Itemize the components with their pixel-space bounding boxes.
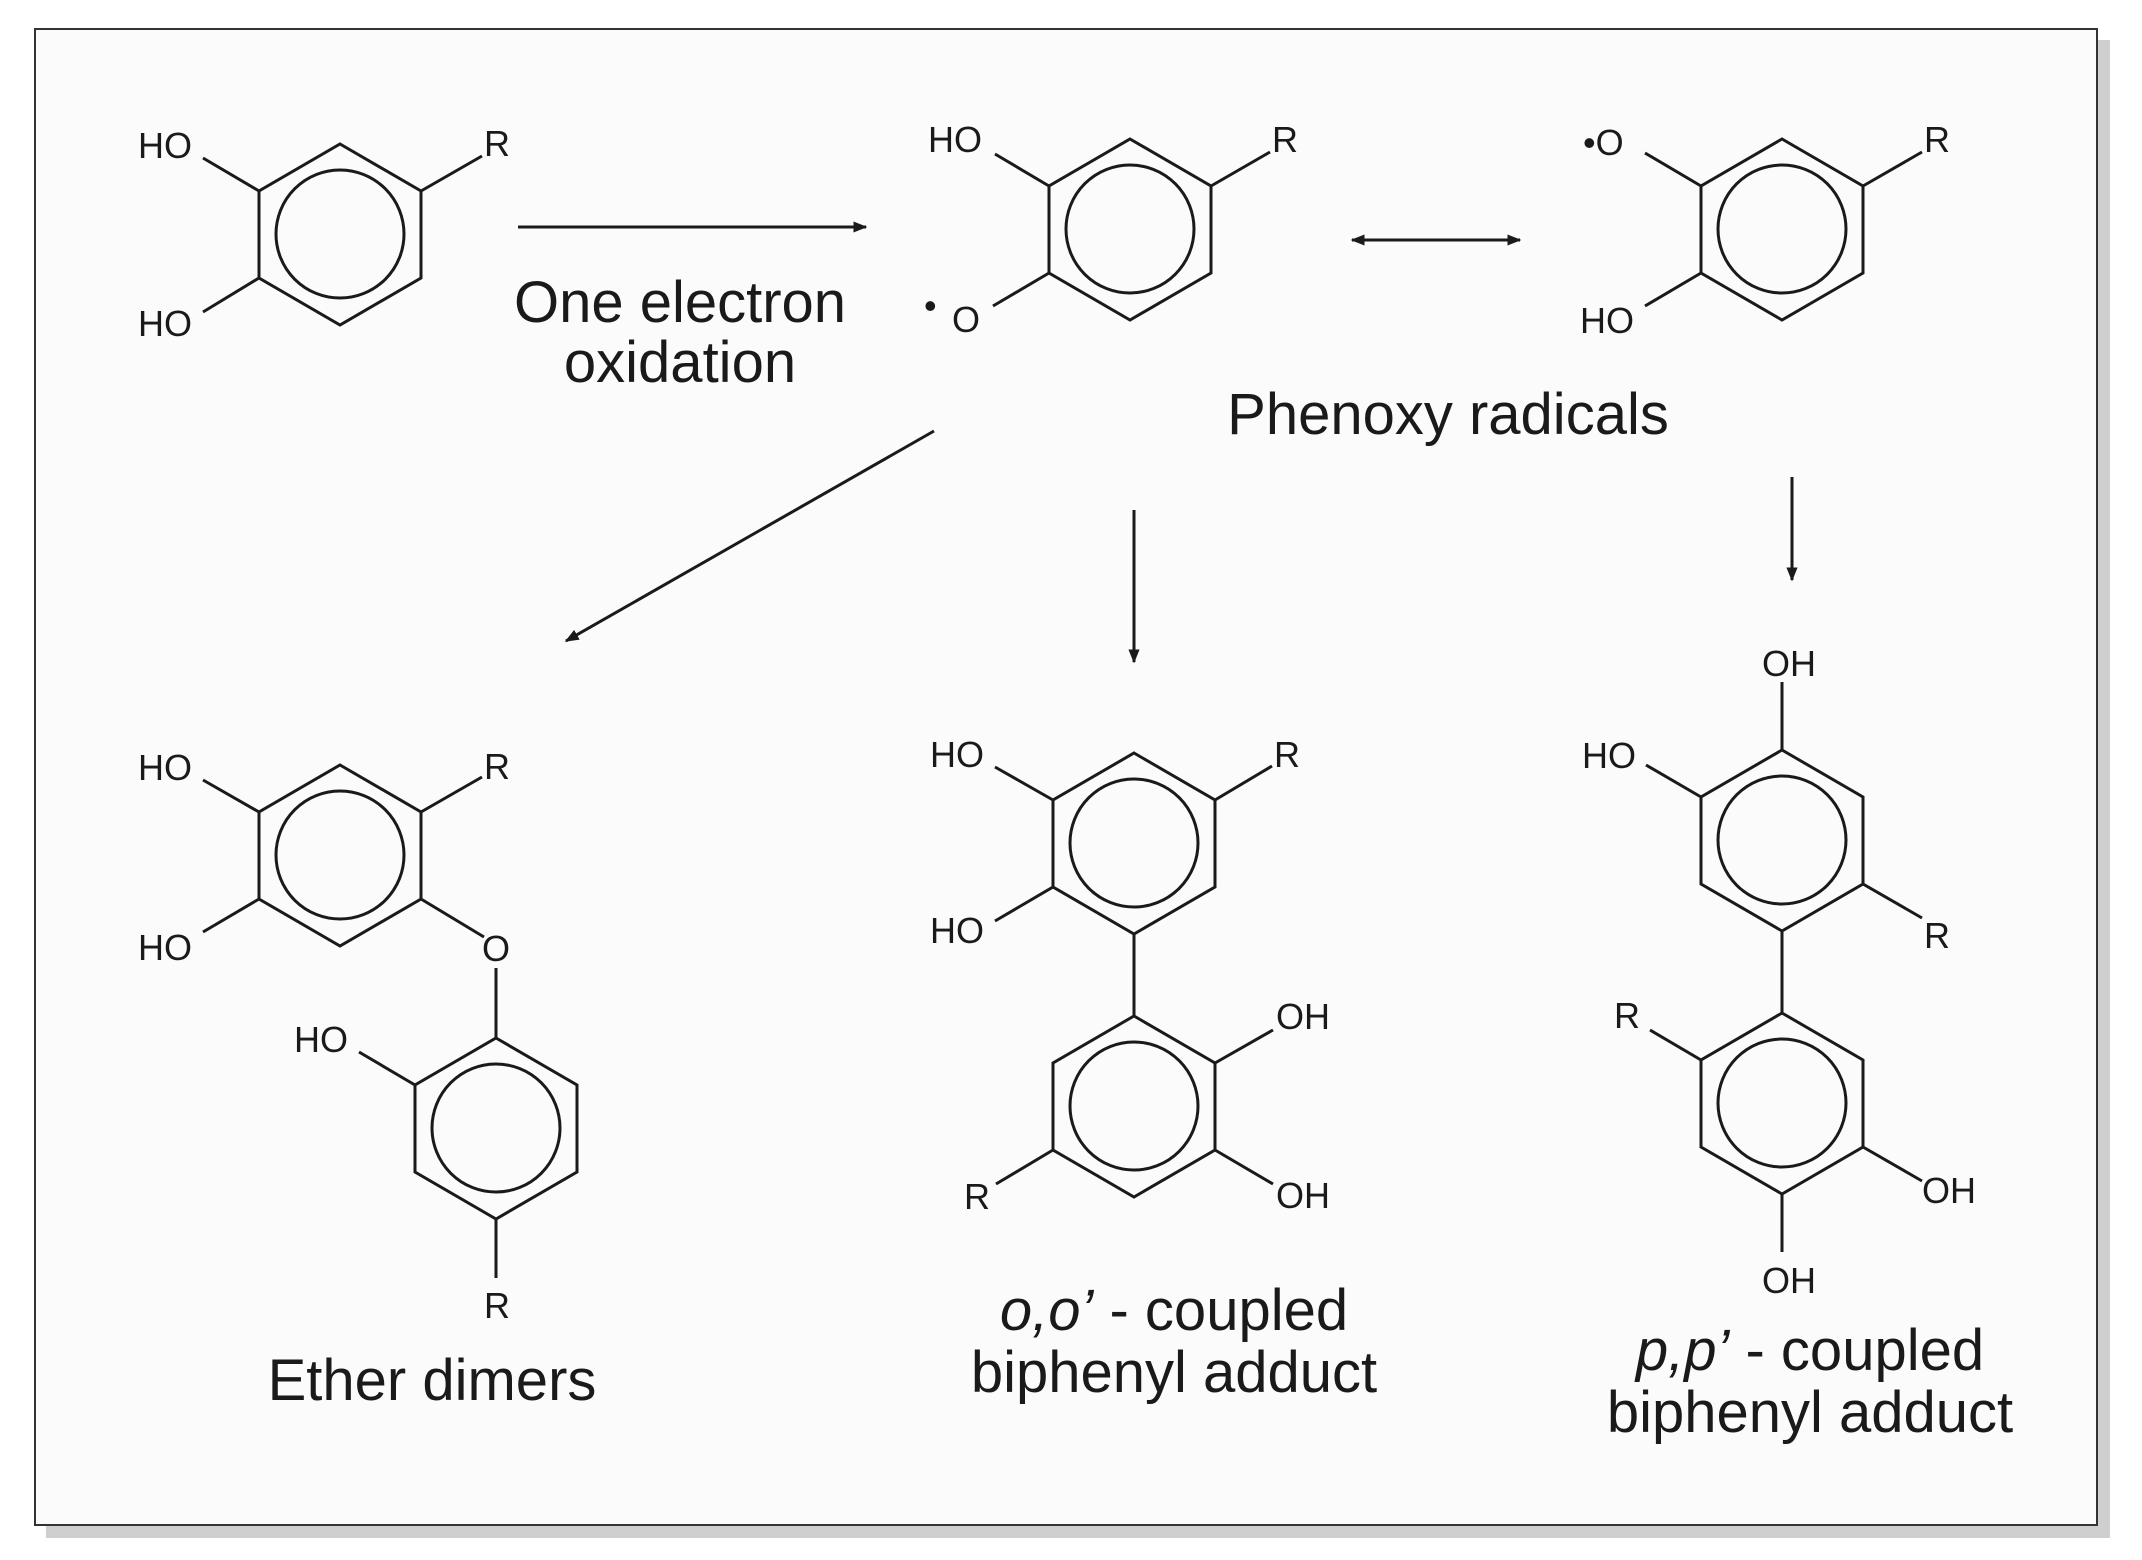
oxidation-label-line2: oxidation xyxy=(564,330,796,395)
hydroxyl-label: HO xyxy=(138,125,192,166)
hydroxyl-label: OH xyxy=(1922,1170,1976,1211)
pp-coupled-caption-line2: biphenyl adduct xyxy=(1607,1380,2013,1445)
r-group-label: R xyxy=(484,746,510,787)
pp-coupled-caption-line1: p,p’ - coupled xyxy=(1634,1318,1984,1383)
oo-prefix: o,o’ xyxy=(1000,1278,1095,1343)
pp-suffix: - coupled xyxy=(1729,1318,1984,1383)
r-group-label: R xyxy=(1274,734,1300,775)
radical-dot: • xyxy=(924,285,937,326)
phenoxy-radicals-caption: Phenoxy radicals xyxy=(1227,382,1669,447)
ether-dimers-caption: Ether dimers xyxy=(268,1348,597,1413)
hydroxyl-label: OH xyxy=(1762,643,1816,684)
scheme-frame xyxy=(34,28,2098,1526)
hydroxyl-label: OH xyxy=(1276,996,1330,1037)
hydroxyl-label: HO xyxy=(1580,300,1634,341)
oxygen-label: O xyxy=(952,299,980,340)
pp-biphenyl-structure: OH HO R R OH OH xyxy=(1582,643,1976,1301)
hydroxyl-label: HO xyxy=(138,303,192,344)
r-group-label: R xyxy=(1924,915,1950,956)
r-group-label: R xyxy=(484,1285,510,1326)
hydroxyl-label: HO xyxy=(930,910,984,951)
hydroxyl-label: OH xyxy=(1762,1260,1816,1301)
benzene-ring xyxy=(257,142,423,327)
hydroxyl-label: HO xyxy=(138,927,192,968)
ether-dimer-structure: HO HO R O HO R xyxy=(138,746,579,1326)
hydroxyl-label: HO xyxy=(930,734,984,775)
oo-coupled-caption-line1: o,o’ - coupled xyxy=(1000,1278,1348,1343)
benzene-ring xyxy=(1051,1014,1217,1199)
phenoxy-radical-structure: •O R HO xyxy=(1580,119,1950,341)
hydroxyl-label: OH xyxy=(1276,1175,1330,1216)
benzene-ring xyxy=(413,1036,579,1221)
hydroxyl-label: HO xyxy=(294,1019,348,1060)
benzene-ring xyxy=(257,763,423,948)
benzene-ring xyxy=(1051,751,1217,936)
catechol-structure: HO HO R xyxy=(138,123,510,344)
benzene-ring xyxy=(1699,748,1865,933)
oo-suffix: - coupled xyxy=(1093,1278,1348,1343)
hydroxyl-label: HO xyxy=(138,747,192,788)
r-group-label: R xyxy=(1272,119,1298,160)
oo-biphenyl-structure: HO HO R OH OH R xyxy=(930,734,1330,1217)
benzene-ring xyxy=(1047,137,1213,322)
pp-prefix: p,p’ xyxy=(1634,1318,1731,1383)
ether-coupling-arrow xyxy=(564,429,935,643)
r-group-label: R xyxy=(1614,995,1640,1036)
benzene-ring xyxy=(1699,1011,1865,1196)
oo-coupled-caption-line2: biphenyl adduct xyxy=(971,1340,1377,1405)
oxidation-label-line1: One electron xyxy=(514,270,846,335)
r-group-label: R xyxy=(484,123,510,164)
hydroxyl-label: HO xyxy=(928,119,982,160)
oxygen-radical-label: •O xyxy=(1583,122,1624,163)
hydroxyl-label: HO xyxy=(1582,735,1636,776)
ether-oxygen-label: O xyxy=(482,928,510,969)
benzene-ring xyxy=(1699,137,1865,322)
phenoxy-radical-structure: HO R • O xyxy=(924,119,1298,340)
r-group-label: R xyxy=(1924,119,1950,160)
r-group-label: R xyxy=(964,1176,990,1217)
